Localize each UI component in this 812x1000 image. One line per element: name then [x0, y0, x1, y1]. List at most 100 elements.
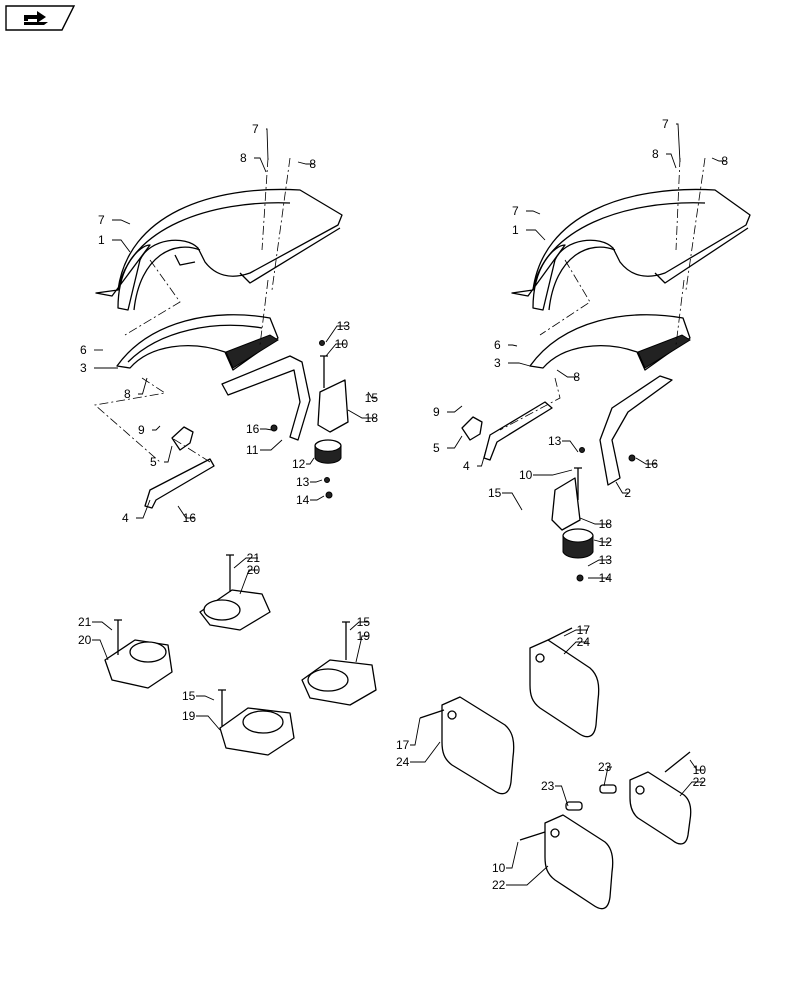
callout-leader-line [196, 695, 215, 701]
callout-leader-line [635, 457, 656, 465]
callout-leader-line [310, 495, 325, 501]
callout-leader-line [367, 391, 376, 399]
callout-leader-line [152, 425, 161, 431]
callout-label: 8 [573, 370, 580, 384]
right-nut-16 [628, 454, 636, 462]
callout-leader-line [92, 621, 113, 631]
callout-label: 8 [309, 157, 316, 171]
callout-leader-line [502, 492, 523, 511]
callout-label: 24 [396, 755, 410, 769]
callout-leader-line [349, 621, 368, 631]
callout-label: 8 [652, 147, 659, 161]
left-clip-5 [171, 426, 194, 451]
callout-leader-line [666, 153, 677, 169]
callout-label: 7 [662, 117, 669, 131]
callout-label: 24 [577, 635, 591, 649]
callout-leader-line [562, 440, 579, 453]
right-fender-assembly [461, 157, 751, 582]
callout-label: 10 [519, 468, 533, 482]
callout-leader-line [355, 635, 368, 663]
mud-flap-24-lower [419, 696, 515, 795]
right-bolt-10 [574, 467, 582, 500]
callout-label: 19 [357, 629, 371, 643]
callout-label: 13 [599, 553, 613, 567]
callout-label: 21 [78, 615, 92, 629]
callout-leader-line [508, 344, 518, 347]
left-nut-16 [270, 424, 278, 432]
callout-label: 18 [365, 411, 379, 425]
callout-label: 1 [98, 233, 105, 247]
right-fender-shell [511, 188, 751, 311]
callout-leader-line [563, 629, 588, 637]
callout-label: 16 [645, 457, 659, 471]
left-bolt-10 [320, 355, 328, 388]
callout-label: 20 [247, 563, 261, 577]
callout-label: 9 [138, 423, 145, 437]
callout-label: 6 [80, 343, 87, 357]
left-support-arm-11 [221, 355, 311, 441]
right-support-arm-2 [599, 375, 673, 486]
callout-leader-line [711, 157, 726, 162]
diagram-navigation-icon [5, 5, 76, 31]
callout-label: 10 [335, 337, 349, 351]
mount-bracket-19-left [218, 689, 295, 756]
callout-label: 10 [693, 763, 707, 777]
callout-leader-line [506, 841, 519, 869]
callout-leader-line [603, 766, 612, 787]
right-mount-plate-18 [551, 477, 581, 531]
callout-label: 15 [182, 689, 196, 703]
callout-label: 3 [80, 361, 87, 375]
callout-label: 8 [124, 387, 131, 401]
mud-flap-22-right [599, 751, 692, 845]
callout-leader-line [447, 405, 463, 413]
callout-leader-line [239, 569, 258, 595]
callout-label: 11 [246, 443, 259, 457]
callout-label: 4 [122, 511, 129, 525]
callout-leader-line [563, 641, 588, 655]
callout-leader-line [526, 210, 541, 215]
callout-leader-line [306, 457, 315, 465]
callout-label: 5 [433, 441, 440, 455]
callout-label: 13 [548, 434, 562, 448]
callout-label: 3 [494, 356, 501, 370]
callout-label: 12 [292, 457, 306, 471]
callout-leader-line [325, 325, 348, 343]
left-fender-assembly [94, 157, 349, 509]
callout-leader-line [615, 481, 629, 494]
mud-flap-22-left [519, 801, 614, 910]
right-isolator-12 [562, 528, 594, 559]
left-fender-liner [116, 314, 279, 371]
callout-leader-line [260, 439, 283, 451]
callout-label: 8 [721, 154, 728, 168]
callout-label: 22 [693, 775, 707, 789]
left-nut-13 [319, 340, 325, 346]
left-nut-14 [325, 491, 333, 499]
callout-label: 14 [296, 493, 310, 507]
callout-leader-line [164, 445, 173, 463]
callout-leader-line [508, 362, 531, 367]
callout-label: 15 [488, 486, 502, 500]
navigation-button[interactable] [4, 4, 76, 32]
callout-label: 22 [492, 878, 506, 892]
callout-leader-line [325, 343, 346, 357]
callout-leader-line [92, 639, 109, 661]
callout-leader-line [260, 428, 273, 431]
left-mount-plate-18 [317, 379, 349, 433]
callout-leader-line [689, 759, 704, 771]
mount-bracket-19-right [301, 621, 377, 706]
callout-leader-line [196, 715, 221, 731]
right-nut-13 [579, 447, 585, 453]
callout-label: 7 [98, 213, 105, 227]
mount-bracket-20-upper [199, 554, 271, 631]
callout-label: 23 [541, 779, 555, 793]
callout-leader-line [410, 741, 441, 763]
callout-leader-line [254, 157, 267, 173]
callout-leader-line [266, 128, 269, 161]
callout-label: 2 [624, 486, 631, 500]
callout-label: 19 [182, 709, 196, 723]
callout-label: 9 [433, 405, 440, 419]
callout-leader-line [177, 505, 194, 519]
callout-leader-line [587, 559, 610, 567]
callout-label: 17 [577, 623, 591, 637]
